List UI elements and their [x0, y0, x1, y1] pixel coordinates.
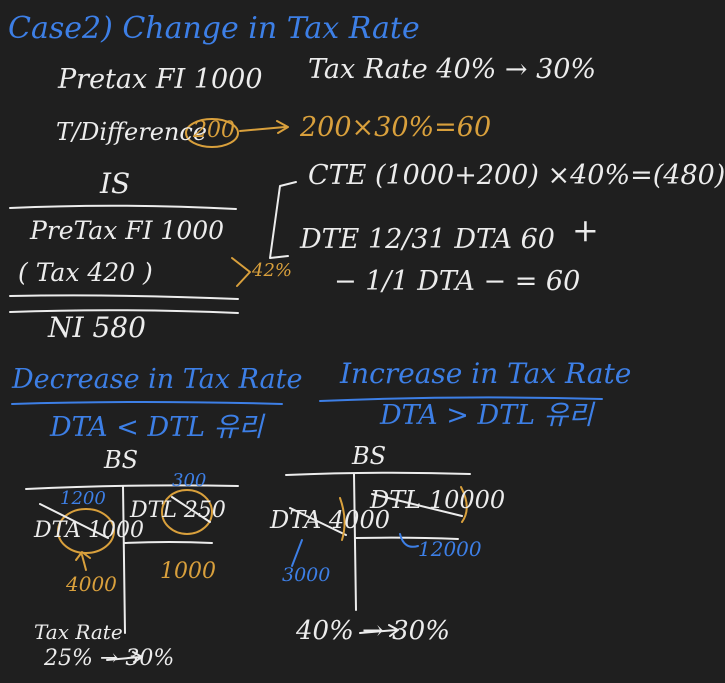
decrease-dtl-blue: 300: [172, 470, 207, 491]
is-bottom-rule: [9, 309, 239, 314]
increase-bs-label: BS: [352, 442, 387, 470]
arrow-decrease-rate: [106, 651, 143, 663]
strike-dta-1000: [39, 503, 109, 539]
increase-t-mid: [355, 536, 459, 540]
decrease-tax-rate-change: 25% → 30%: [44, 646, 175, 671]
decrease-tax-rate-label: Tax Rate: [34, 620, 123, 644]
arrow-4000: [75, 551, 91, 571]
increase-tax-rate-change: 40% → 30%: [296, 616, 450, 646]
decrease-t-mid: [124, 541, 213, 544]
cte-line: CTE (1000+200) ×40%=(480): [308, 160, 725, 191]
circle-200: [185, 118, 239, 148]
increase-subtitle: DTA > DTL 유리: [380, 400, 594, 431]
arrowhead-calc: [276, 120, 289, 134]
decrease-dtl: DTL 250: [130, 498, 226, 523]
circle-dta-1000: [57, 508, 115, 554]
handwritten-notes-canvas: Case2) Change in Tax Rate Pretax FI 1000…: [8, 11, 725, 671]
arrow-increase-rate: [359, 624, 399, 637]
orange-brackets-increase: [339, 486, 468, 541]
strike-dtl-10000: [371, 493, 463, 517]
plus-mark: +: [572, 211, 599, 249]
arrow-3000: [291, 539, 303, 567]
circle-dtl-250: [161, 489, 213, 535]
arrow-to-calc: [239, 126, 286, 132]
decrease-subtitle: DTA < DTL 유리: [50, 412, 264, 443]
increase-dtl-blue: 12000: [418, 537, 482, 561]
increase-dta: DTA 4000: [270, 506, 390, 534]
is-tax-percent: 42%: [252, 260, 293, 281]
is-tax-line: ( Tax 420 ): [18, 258, 153, 287]
is-heading: IS: [100, 167, 131, 200]
dte-line-2: − 1/1 DTA − = 60: [334, 266, 581, 297]
tax-bracket: [231, 257, 251, 287]
strike-dtl-250: [171, 496, 211, 523]
decrease-dtl-orange: 1000: [160, 559, 216, 584]
decrease-t-top: [25, 484, 239, 490]
arrow-12000: [399, 533, 419, 548]
is-mid-rule: [9, 294, 239, 300]
increase-t-stem: [353, 473, 357, 611]
t-difference-calc: 200×30%=60: [300, 112, 492, 143]
decrease-rule: [11, 401, 283, 405]
ink-strokes: [9, 118, 603, 663]
increase-dta-blue: 3000: [282, 564, 331, 586]
pretax-fi-line: Pretax FI 1000: [58, 64, 263, 95]
t-difference-label: T/Difference: [56, 118, 207, 146]
t-difference-value: 200: [193, 118, 235, 143]
case2-title: Case2) Change in Tax Rate: [8, 11, 420, 46]
decrease-dta: DTA 1000: [34, 518, 144, 543]
increase-dtl: DTL 10000: [370, 486, 506, 514]
tax-rate-change: Tax Rate 40% → 30%: [308, 54, 597, 85]
decrease-t-stem: [122, 485, 126, 634]
is-ni-line: NI 580: [48, 311, 146, 344]
decrease-title: Decrease in Tax Rate: [12, 364, 303, 395]
dte-line-1: DTE 12/31 DTA 60: [300, 224, 555, 255]
increase-t-top: [285, 471, 471, 476]
decrease-bs-label: BS: [104, 446, 139, 474]
increase-title: Increase in Tax Rate: [340, 357, 632, 390]
increase-rule: [319, 396, 603, 402]
strike-dta-4000: [289, 507, 347, 536]
decrease-dta-blue: 1200: [60, 488, 106, 509]
is-pretax-line: PreTax FI 1000: [30, 216, 225, 245]
decrease-dta-orange: 4000: [66, 572, 117, 596]
is-top-rule: [9, 204, 237, 210]
cte-dte-bracket: [269, 181, 297, 259]
